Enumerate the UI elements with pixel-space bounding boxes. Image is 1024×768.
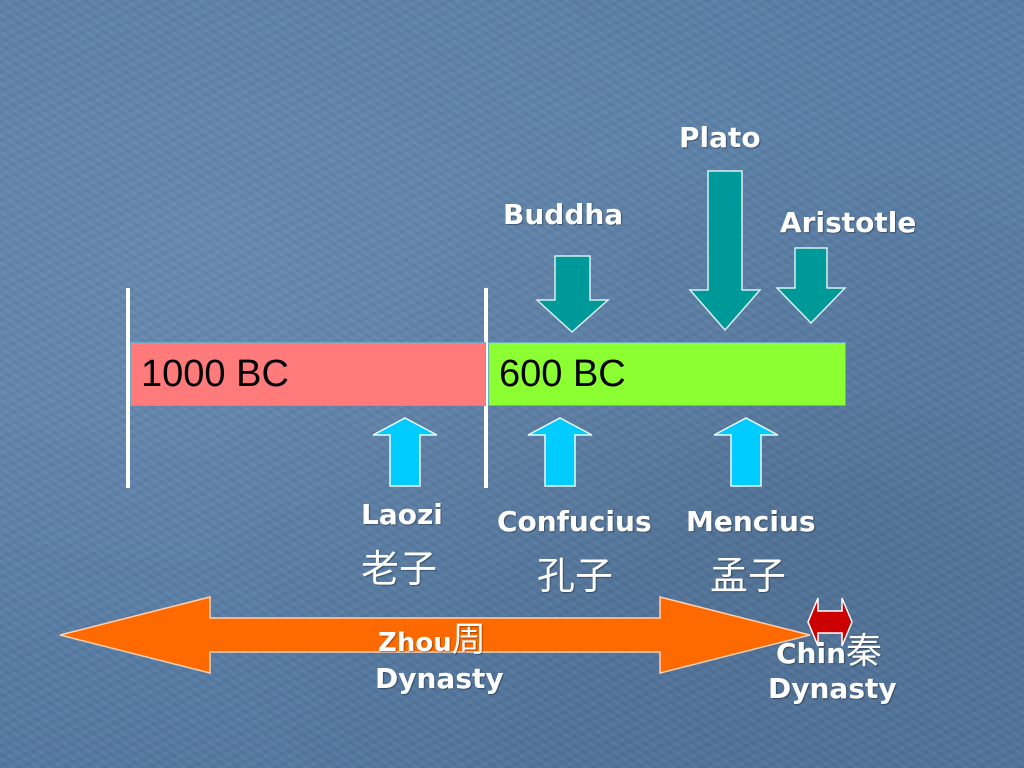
buddha-label: Buddha	[503, 198, 624, 231]
zhou-name: Zhou	[378, 628, 452, 658]
chin-dynasty-line2: Dynasty	[768, 672, 897, 705]
zhou-double-arrow-icon	[59, 596, 811, 674]
laozi-chinese-label: 老子	[361, 547, 438, 591]
plato-down-arrow-icon	[688, 170, 762, 332]
timeline-bar-1000bc: 1000 BC	[130, 342, 486, 406]
timeline-label-600bc: 600 BC	[499, 353, 626, 395]
buddha-down-arrow-icon	[535, 255, 610, 334]
plato-label: Plato	[679, 121, 761, 154]
confucius-label: Confucius	[497, 505, 652, 538]
timeline-label-1000bc: 1000 BC	[141, 353, 289, 395]
mencius-chinese-label: 孟子	[710, 554, 787, 598]
chin-name: Chin	[776, 637, 847, 670]
zhou-dynasty-line2: Dynasty	[375, 662, 504, 695]
chin-dynasty-title: Chin秦	[776, 622, 882, 674]
timeline-bar-600bc: 600 BC	[488, 342, 846, 406]
mencius-up-arrow-icon	[713, 417, 779, 487]
chin-double-arrow-icon	[807, 597, 853, 647]
confucius-chinese-label: 孔子	[537, 554, 614, 598]
zhou-chinese: 周	[451, 620, 486, 660]
mencius-label: Mencius	[686, 505, 816, 538]
laozi-label: Laozi	[361, 498, 443, 531]
aristotle-label: Aristotle	[780, 206, 917, 239]
zhou-dynasty-title: Zhou周	[378, 612, 486, 661]
chin-chinese: 秦	[846, 631, 883, 672]
confucius-up-arrow-icon	[527, 417, 593, 487]
aristotle-down-arrow-icon	[775, 247, 847, 325]
laozi-up-arrow-icon	[372, 417, 438, 487]
